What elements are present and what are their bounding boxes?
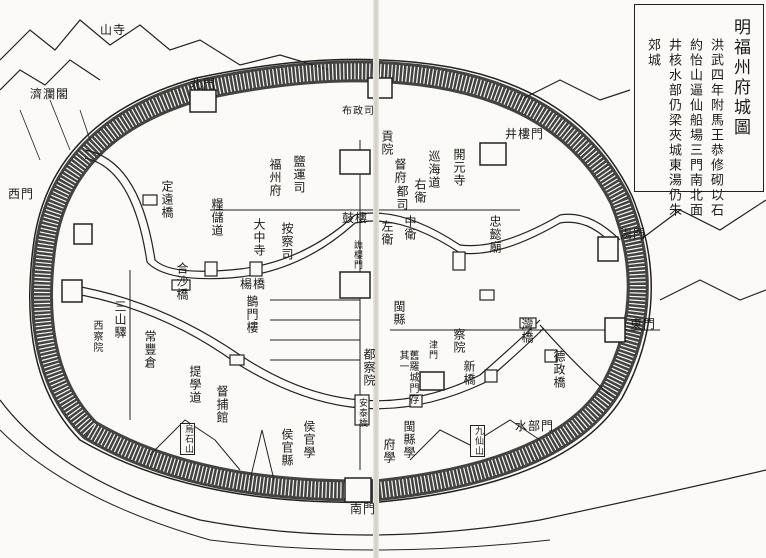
label-changfeng: 常豐倉 [143,330,157,369]
bridges [142,194,558,426]
title-cartouche [634,4,764,192]
label-mountain-temple: 山寺 [100,23,127,37]
gate-west: 西門 [8,187,35,201]
label-houguanxue: 侯官學 [302,420,316,459]
gate-shuibu: 水部門 [515,419,555,433]
label-gongyuan: 貢院 [380,130,394,156]
label-yangqiao: 楊橋 [240,277,267,291]
river [0,399,766,536]
label-dazhong: 大中寺 [252,218,266,257]
label-dingyuan: 定遠橋 [160,180,174,219]
label-zhongyi: 忠懿廟 [488,215,502,254]
gate-north: 北門 [190,77,217,91]
note-line-2: 約怡山逼仙船場三門南北面 [687,38,702,218]
label-dufu: 督府 [393,158,407,184]
map-title: 明福州府城圖 [730,18,750,138]
label-zuowei: 左衛 [380,220,394,246]
label-liangchu: 糧儲道 [210,198,224,237]
label-dezheng: 德政橋 [552,350,566,389]
label-xinqiao: 新橋 [462,360,476,386]
label-yanyun: 鹽運司 [292,155,306,194]
label-xichayuan: 西察院 [91,320,102,353]
book-gutter [373,0,379,558]
label-dusi: 都司 [395,185,409,211]
label-minxianxue: 閩縣學 [402,420,416,459]
gate-jinglou: 井樓門 [505,127,545,141]
label-fuzhoufu: 福州府 [268,158,282,197]
label-luocheng: 舊羅城門存其一 [397,350,418,405]
label-minxian: 閩縣 [392,300,406,326]
mountains [0,19,766,301]
label-quemenlou: 鵲門樓 [245,295,259,334]
note-line-1: 洪武四年附馬王恭修砌以石 [708,38,723,218]
label-wanqiao: 灣橋 [520,318,534,344]
label-tixue: 提學道 [188,365,202,404]
city-wall [29,58,652,504]
gate-tang: 湯門 [620,227,647,241]
label-kaiyuan: 開元寺 [452,148,466,187]
label-buzheng: 布政司 [342,106,375,117]
label-ancha: 按察司 [280,222,294,261]
label-fuxue: 府學 [382,438,396,464]
note-line-4: 郊城 [645,38,660,68]
label-qiaolou: 譙樓門 [352,240,362,270]
label-jiuxian: 九仙山 [470,425,485,457]
label-gulou: 鼓樓 [342,211,369,225]
label-youwei: 右衛 [413,178,427,204]
note-line-3: 井核水部仍梁夾城東湯仍朱 [666,38,681,218]
gate-towers [61,77,626,503]
label-zhongwei: 中衛 [403,215,417,241]
label-duchayuan: 都察院 [362,348,376,387]
label-houguan: 侯官縣 [280,428,294,467]
label-antai: 安泰橋 [357,398,367,428]
label-sanshan: 三山驛 [113,300,127,339]
label-heshaqiao: 合沙橋 [175,262,189,301]
label-jinmen: 津門 [427,340,437,360]
label-jilan: 濟瀾閣 [30,87,70,101]
label-dubu: 督捕館 [215,385,229,424]
gate-east: 東門 [630,317,657,331]
label-chayuan: 察院 [452,328,466,354]
label-xunhai: 巡海道 [427,150,441,189]
gate-south: 南門 [350,502,377,516]
label-wushi: 烏石山 [180,423,195,455]
